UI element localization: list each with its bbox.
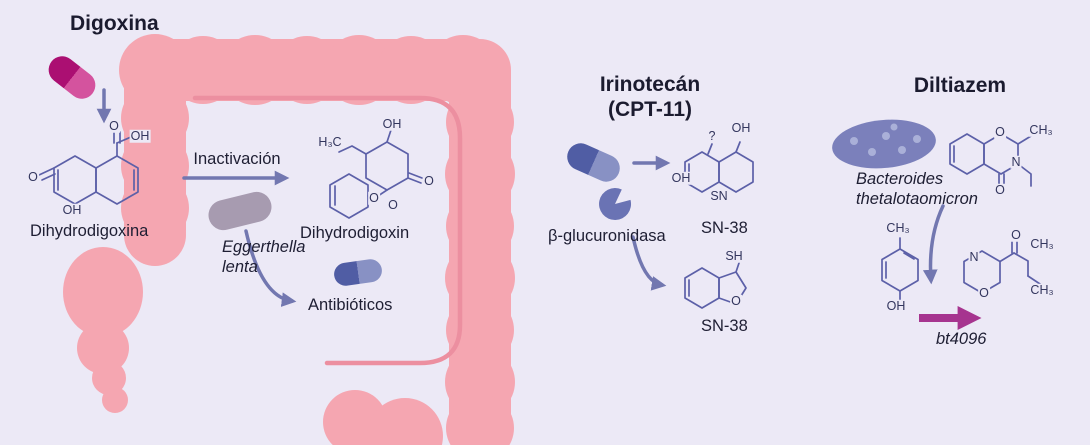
intestine-illustration (63, 34, 515, 445)
atom-label: O (108, 118, 120, 133)
atom-label: OH (730, 120, 752, 135)
antibioticos-label: Antibióticos (308, 296, 393, 314)
atom-label: N (968, 249, 980, 264)
atom-label: OH (381, 116, 403, 131)
bacteroides-label: Bacteroides thetalotaomicron (856, 170, 978, 210)
beta-glucuronidase-enzyme-icon (599, 187, 632, 220)
atom-label: O (730, 293, 742, 308)
atom-label: CH₃ (1029, 236, 1055, 251)
atom-label: OH (61, 202, 83, 217)
bacteroides-name-line2: thetalotaomicron (856, 189, 978, 208)
inactivacion-label: Inactivación (193, 150, 281, 168)
diltiazem-title: Diltiazem (913, 74, 1007, 97)
atom-label: SN (709, 188, 729, 203)
atom-label: H₃C (317, 134, 343, 149)
atom-label: O (994, 182, 1006, 197)
sn38-active-label: SN-38 (701, 317, 748, 335)
atom-label: OH (129, 128, 151, 143)
dihydrodigoxina-label: Dihydrodigoxina (30, 222, 149, 240)
sn38-conjugate-label: SN-38 (701, 219, 748, 237)
atom-label: N (1010, 154, 1022, 169)
atom-label: CH₃ (1028, 122, 1054, 137)
dihydrodigoxin-structure (329, 129, 423, 219)
bt4096-label: bt4096 (936, 330, 987, 348)
irinotecan-title: Irinotecán (CPT-11) (560, 72, 740, 122)
atom-label: CH₃ (885, 220, 911, 235)
atom-label: ? (707, 128, 717, 143)
atom-label: SH (724, 248, 744, 263)
bacteroides-bacterium-icon (832, 119, 936, 169)
atom-label: OH (885, 298, 907, 313)
atom-label: CH₃ (1029, 282, 1055, 297)
eggerthella-name-line2: lenta (222, 257, 258, 276)
atom-label: O (368, 190, 380, 205)
atom-label: O (423, 173, 435, 188)
beta-glucuronidasa-label: β-glucuronidasa (548, 227, 666, 245)
irinotecan-title-line2: (CPT-11) (607, 98, 693, 122)
dihydrodigoxin-label: Dihydrodigoxin (300, 224, 410, 242)
atom-label: O (994, 124, 1006, 139)
eggerthella-name-line1: Eggerthella (222, 238, 306, 256)
eggerthella-label: Eggerthella lenta (222, 238, 305, 278)
phenol-metabolite-structure (881, 237, 919, 303)
dihydrodigoxina-structure (38, 131, 139, 211)
atom-label: O (978, 285, 990, 300)
digoxina-title: Digoxina (70, 12, 159, 35)
bacteroides-name-line1: Bacteroides (856, 170, 944, 188)
atom-label: O (27, 169, 39, 184)
atom-label: O (387, 197, 399, 212)
irinotecan-title-line1: Irinotecán (599, 73, 701, 96)
atom-label: O (1010, 227, 1022, 242)
irinotecan-pill-icon (562, 138, 625, 187)
atom-label: OH (670, 170, 692, 185)
